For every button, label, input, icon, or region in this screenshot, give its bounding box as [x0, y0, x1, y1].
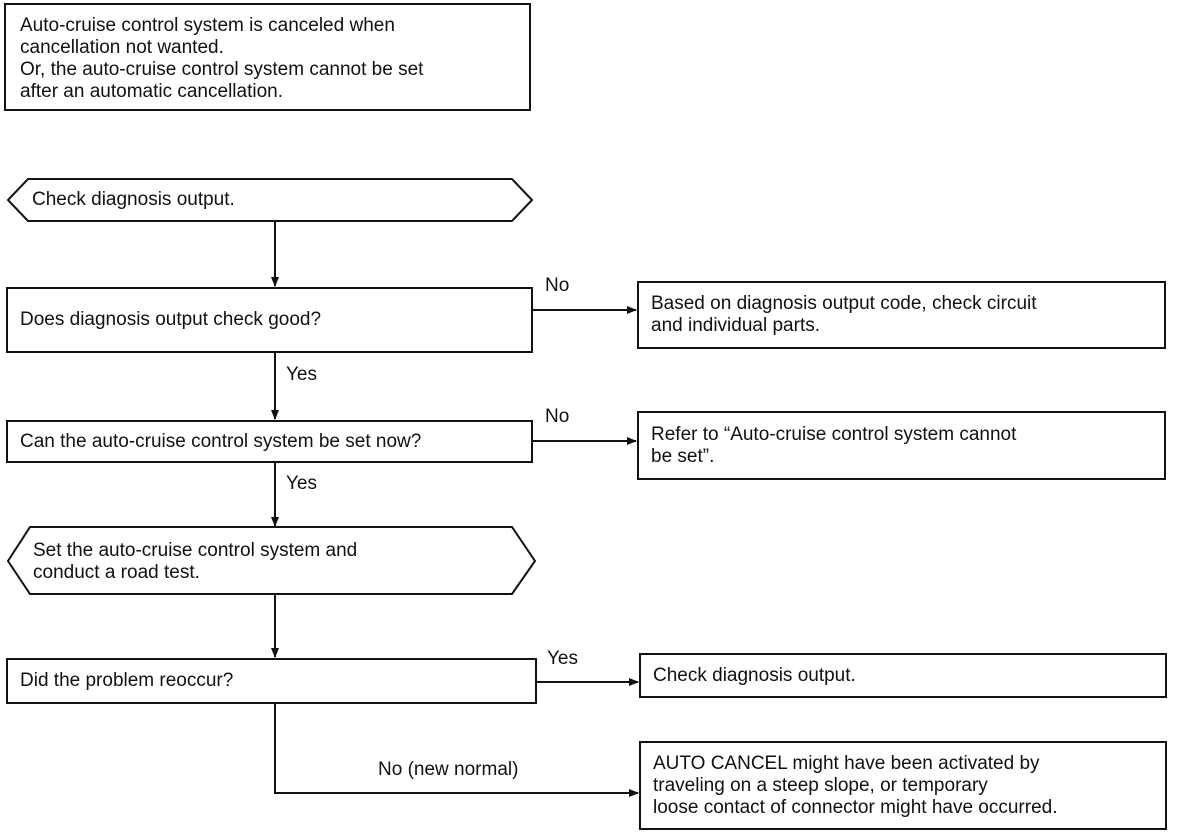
branch-label-no-new-normal: No (new normal): [378, 759, 519, 780]
arrow-no-new-normal: [274, 704, 639, 797]
problem-line: cancellation not wanted.: [20, 37, 224, 58]
q-output-good-text: Does diagnosis output check good?: [20, 309, 322, 330]
branch-label-no: No: [545, 406, 570, 427]
check-output-action-text: Check diagnosis output.: [653, 664, 856, 686]
auto-cancel-line: traveling on a steep slope, or temporary: [653, 774, 988, 796]
q-output-good-box: Does diagnosis output check good?: [6, 287, 533, 353]
circuit-check-box: Based on diagnosis output code, check ci…: [637, 281, 1166, 349]
problem-line: Or, the auto-cruise control system canno…: [20, 59, 424, 80]
circuit-check-line: Based on diagnosis output code, check ci…: [651, 293, 1037, 314]
branch-label-yes: Yes: [286, 473, 317, 494]
q-set-now-box: Can the auto-cruise control system be se…: [6, 420, 533, 463]
road-test-line: conduct a road test.: [33, 562, 200, 583]
circuit-check-line: and individual parts.: [651, 315, 820, 336]
problem-box: Auto-cruise control system is canceled w…: [4, 3, 531, 111]
check-output-text: Check diagnosis output.: [32, 189, 235, 210]
problem-line: after an automatic cancellation.: [20, 81, 283, 102]
q-set-now-text: Can the auto-cruise control system be se…: [20, 430, 422, 452]
q-reoccur-text: Did the problem reoccur?: [20, 670, 234, 691]
refer-box: Refer to “Auto-cruise control system can…: [637, 411, 1166, 480]
check-output-shape: [6, 178, 534, 222]
check-output-action-box: Check diagnosis output.: [639, 653, 1167, 698]
branch-label-yes: Yes: [286, 364, 317, 385]
problem-line: Auto-cruise control system is canceled w…: [20, 15, 395, 36]
q-reoccur-box: Did the problem reoccur?: [6, 658, 537, 704]
road-test-shape: [6, 526, 537, 595]
refer-line: be set”.: [651, 445, 715, 467]
branch-label-yes: Yes: [547, 648, 578, 669]
auto-cancel-line: AUTO CANCEL might have been activated by: [653, 752, 1040, 774]
refer-line: Refer to “Auto-cruise control system can…: [651, 423, 1017, 445]
road-test-line: Set the auto-cruise control system and: [33, 540, 358, 561]
road-test-text: Set the auto-cruise control system and c…: [33, 540, 357, 584]
auto-cancel-box: AUTO CANCEL might have been activated by…: [639, 741, 1167, 830]
auto-cancel-line: loose contact of connector might have oc…: [653, 796, 1058, 818]
branch-label-no: No: [545, 275, 570, 296]
